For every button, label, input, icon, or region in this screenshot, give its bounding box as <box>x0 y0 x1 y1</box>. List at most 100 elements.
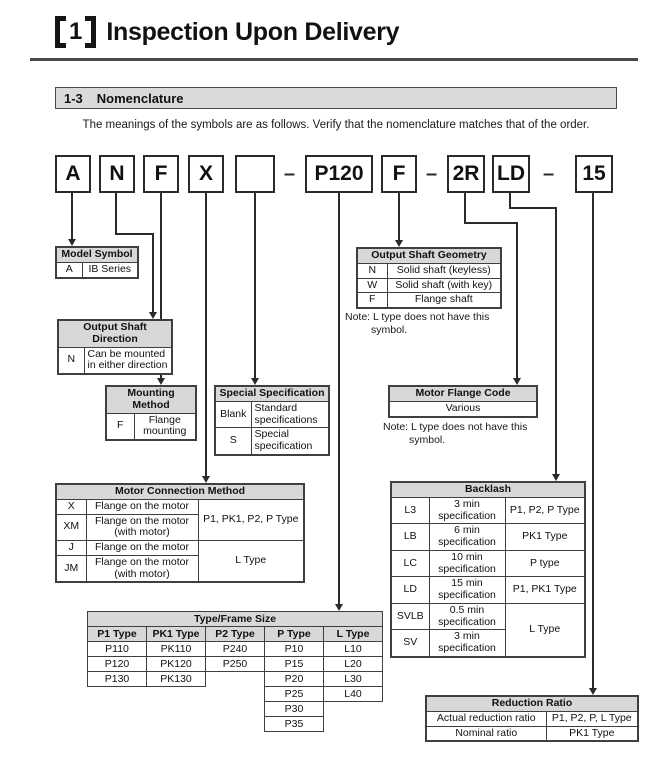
table-header-row: Special Specification <box>214 385 330 402</box>
desc-cell: Solid shaft (with key) <box>386 277 502 294</box>
code-separator: – <box>284 163 296 185</box>
code-cell: XM <box>55 513 87 541</box>
code-cell: SVLB <box>390 602 430 631</box>
connector-15 <box>592 193 594 689</box>
table-row: XM Flange on the motor (with motor) <box>55 513 304 541</box>
lenticular-bracket-open-icon <box>55 16 66 48</box>
connector-a <box>71 193 73 240</box>
arrowhead-n <box>149 312 157 319</box>
table-title: Output Shaft Geometry <box>356 247 502 264</box>
connector-ld <box>509 207 557 209</box>
code-cell: J <box>55 540 87 556</box>
arrowhead-2r <box>513 378 521 385</box>
table-row: Various <box>388 400 538 418</box>
value-cell: L10 <box>323 641 383 657</box>
type-cell: PK1 Type <box>545 725 639 742</box>
connector-f2 <box>398 193 400 241</box>
table-row: Nominal ratio PK1 Type <box>425 725 639 742</box>
value-cell: P20 <box>264 671 324 687</box>
table-title: Motor Connection Method <box>55 483 305 500</box>
table-row: SV 3 min specification <box>390 629 585 658</box>
table-title: Type/Frame Size <box>87 611 383 627</box>
code-box-15: 15 <box>575 155 613 193</box>
value-cell: PK130 <box>146 671 206 687</box>
table-header-row: Mounting Method <box>105 385 197 414</box>
section-header: 1-3 Nomenclature <box>55 87 617 109</box>
value-cell: Various <box>388 400 538 418</box>
table-header-row: Backlash <box>390 481 586 498</box>
code-cell: SV <box>390 629 430 658</box>
code-separator: – <box>543 163 555 185</box>
table-header-row: Output Shaft Geometry <box>356 247 502 264</box>
code-cell: N <box>57 346 85 375</box>
column-p1-type: P1 Type P110 P120 P130 <box>87 626 147 687</box>
code-separator: – <box>426 163 438 185</box>
desc-cell: Special specification <box>250 427 330 456</box>
type-cell: P type <box>504 549 586 578</box>
column-header: P2 Type <box>205 626 265 642</box>
table-title: Mounting Method <box>105 385 197 414</box>
mounting-method-table: Mounting Method F Flange mounting <box>105 385 197 441</box>
table-row: J Flange on the motor L Type <box>55 540 305 583</box>
type-cell: P1, PK1, P2, P Type <box>197 498 305 542</box>
code-box-p120: P120 <box>305 155 373 193</box>
page-title-text: Inspection Upon Delivery <box>106 17 400 46</box>
section-number: 1-3 <box>64 90 83 106</box>
code-cell: F <box>356 292 388 309</box>
special-specification-table: Special Specification Blank Standard spe… <box>214 385 330 456</box>
code-cell: W <box>356 277 388 294</box>
table-row: LB 6 min specification PK1 Type <box>390 523 586 551</box>
desc-cell: Flange on the motor (with motor) <box>85 554 199 583</box>
column-pk1-type: PK1 Type PK110 PK120 PK130 <box>146 626 206 687</box>
column-header: L Type <box>323 626 383 642</box>
type-cell: PK1 Type <box>504 523 586 551</box>
value-cell: P10 <box>264 641 324 657</box>
column-header: PK1 Type <box>146 626 206 642</box>
type-cell: L Type <box>197 540 305 583</box>
arrowhead-ld <box>552 474 560 481</box>
value-cell: PK120 <box>146 656 206 672</box>
output-shaft-geometry-table: Output Shaft Geometry N Solid shaft (key… <box>356 247 502 309</box>
code-cell: Blank <box>214 400 252 429</box>
table-row: N Solid shaft (keyless) <box>356 262 502 279</box>
desc-cell: Standard specifications <box>250 400 330 429</box>
column-l-type: L Type L10 L20 L30 L40 <box>323 626 383 702</box>
table-row: W Solid shaft (with key) <box>356 277 502 294</box>
table-header-row: Motor Flange Code <box>388 385 538 402</box>
page-title: 1 Inspection Upon Delivery <box>55 16 400 48</box>
connector-ld <box>509 193 511 209</box>
code-cell: F <box>105 412 135 441</box>
code-cell: N <box>356 262 388 279</box>
code-box-blank <box>235 155 275 193</box>
value-cell: P130 <box>87 671 147 687</box>
code-cell: LC <box>390 549 430 578</box>
connector-2r <box>464 222 518 224</box>
type-frame-size-columns: P1 Type P110 P120 P130 PK1 Type PK110 PK… <box>87 626 383 732</box>
code-cell: LD <box>390 576 430 604</box>
table-header-row: Model Symbol <box>55 246 139 263</box>
code-box-f1: F <box>143 155 179 193</box>
type-cell: P1, P2, P Type <box>504 496 586 525</box>
value-cell: L20 <box>323 656 383 672</box>
output-shaft-direction-table: Output Shaft Direction N Can be mounted … <box>57 319 173 375</box>
table-row: F Flange shaft <box>356 292 502 309</box>
arrowhead-f2 <box>395 240 403 247</box>
column-header: P1 Type <box>87 626 147 642</box>
type-cell: P1, P2, P, L Type <box>545 710 639 727</box>
table-row: Actual reduction ratio P1, P2, P, L Type <box>425 710 639 727</box>
column-p2-type: P2 Type P240 P250 <box>205 626 265 672</box>
motor-connection-method-table: Motor Connection Method X Flange on the … <box>55 483 305 584</box>
desc-cell: IB Series <box>81 261 139 279</box>
column-p-type: P Type P10 P15 P20 P25 P30 P35 <box>264 626 324 732</box>
connector-p120 <box>338 193 340 605</box>
code-box-ld: LD <box>492 155 530 193</box>
desc-cell: Can be mounted in either direction <box>83 346 173 375</box>
arrowhead-p120 <box>335 604 343 611</box>
table-title: Special Specification <box>214 385 330 402</box>
spec-cell: 0.5 min specification <box>428 602 506 631</box>
table-title: Model Symbol <box>55 246 139 263</box>
code-cell: A <box>55 261 83 279</box>
table-row: JM Flange on the motor (with motor) <box>55 554 304 583</box>
spec-cell: 6 min specification <box>428 523 506 551</box>
desc-cell: Solid shaft (keyless) <box>386 262 502 279</box>
